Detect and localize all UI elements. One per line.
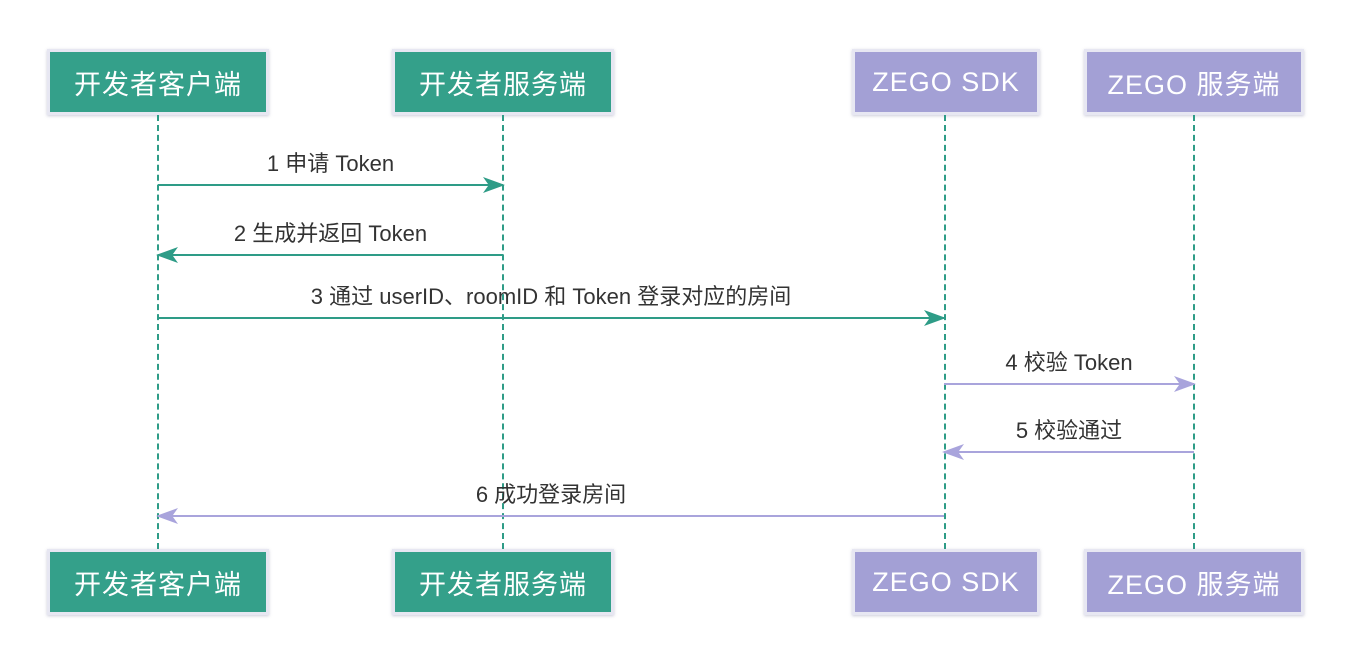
message-label: 2 生成并返回 Token <box>233 221 428 246</box>
message-label: 3 通过 userID、roomID 和 Token 登录对应的房间 <box>310 284 792 309</box>
lifeline-developer-server <box>502 115 504 549</box>
actor-bottom-zego-server: ZEGO 服务端 <box>1084 549 1304 615</box>
message-line <box>158 184 503 186</box>
actor-top-zego-server: ZEGO 服务端 <box>1084 49 1304 115</box>
actor-label: ZEGO 服务端 <box>1107 569 1281 600</box>
actor-label: 开发者服务端 <box>419 569 587 600</box>
message-line <box>944 451 1194 453</box>
actor-label: 开发者客户端 <box>74 569 242 600</box>
message-label: 4 校验 Token <box>1005 350 1133 375</box>
message-line <box>158 254 503 256</box>
message-label: 1 申请 Token <box>266 151 395 176</box>
lifeline-zego-server <box>1193 115 1195 549</box>
message-label: 6 成功登录房间 <box>475 482 627 507</box>
actor-bottom-developer-client: 开发者客户端 <box>47 549 269 615</box>
actor-top-developer-server: 开发者服务端 <box>392 49 614 115</box>
message-line <box>158 515 944 517</box>
actor-bottom-developer-server: 开发者服务端 <box>392 549 614 615</box>
actor-bottom-zego-sdk: ZEGO SDK <box>852 549 1040 615</box>
actor-top-zego-sdk: ZEGO SDK <box>852 49 1040 115</box>
message-line <box>944 383 1194 385</box>
actor-label: ZEGO SDK <box>872 566 1020 597</box>
lifeline-zego-sdk <box>944 115 946 549</box>
actor-label: ZEGO 服务端 <box>1107 69 1281 100</box>
actor-label: ZEGO SDK <box>872 66 1020 97</box>
actor-top-developer-client: 开发者客户端 <box>47 49 269 115</box>
actor-label: 开发者服务端 <box>419 69 587 100</box>
message-label: 5 校验通过 <box>1015 418 1123 443</box>
message-line <box>158 317 944 319</box>
lifeline-developer-client <box>157 115 159 549</box>
actor-label: 开发者客户端 <box>74 69 242 100</box>
